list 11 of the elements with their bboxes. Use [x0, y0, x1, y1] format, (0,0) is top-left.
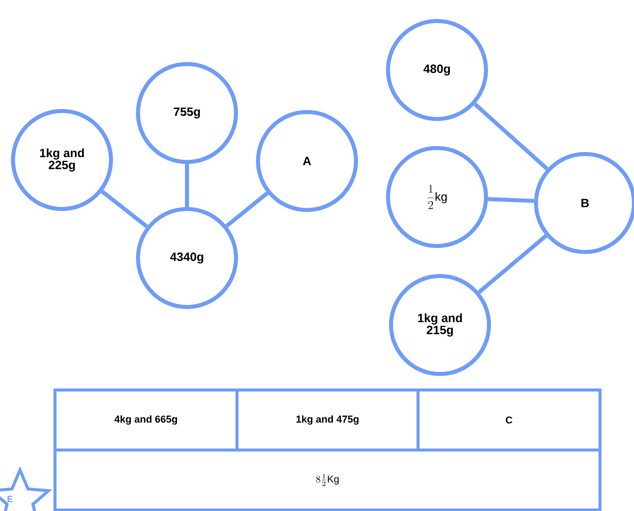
table-cell: 4kg and 665g: [54, 388, 238, 452]
table-cell: 1kg and 475g: [236, 388, 420, 452]
line: [478, 234, 548, 294]
table-cell: $8\frac{1}{2}\mathrm{Kg}$: [54, 448, 602, 511]
line: [488, 197, 534, 203]
star-letter: E: [8, 496, 13, 502]
line: [474, 102, 548, 170]
line: [185, 164, 189, 207]
table-cell: C: [416, 388, 602, 452]
line: [225, 192, 269, 228]
line: [100, 190, 148, 228]
